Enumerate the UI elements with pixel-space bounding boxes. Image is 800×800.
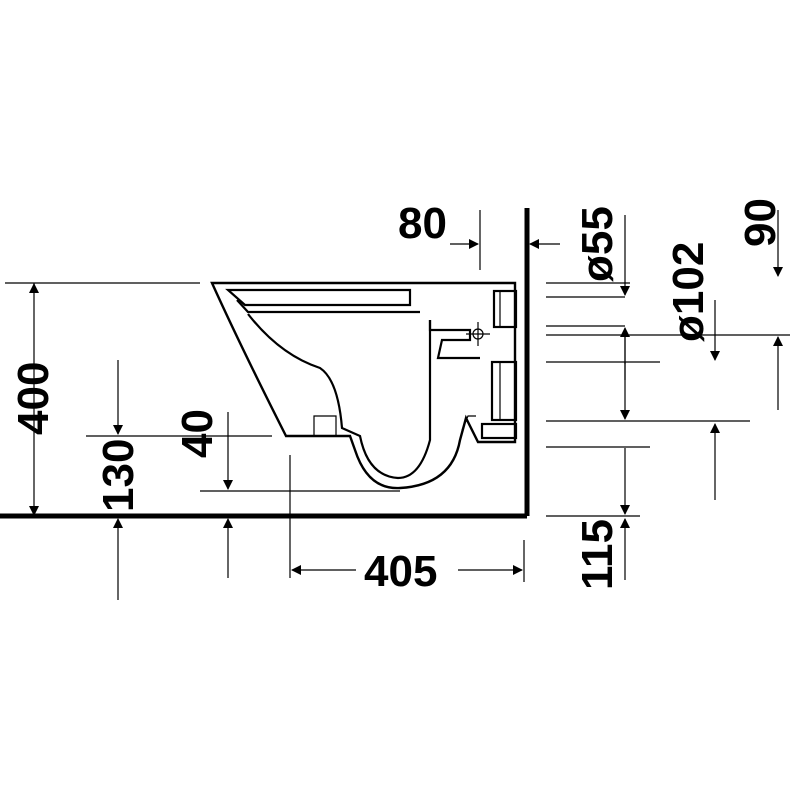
wall-floor-outline [0,208,530,519]
label-115: 115 [573,519,622,590]
seat-lip [236,299,420,314]
bowl-outer-shell [210,281,517,490]
bowl-foot-left [313,415,337,436]
label-405: 405 [364,547,437,596]
dimension-arrows [29,210,783,600]
label-40: 40 [173,409,222,458]
label-dia-55: ø55 [573,206,622,282]
trap-channel [428,320,480,360]
inlet-spud [492,289,518,329]
outlet-pipe [490,360,518,422]
label-dia-102: ø102 [664,242,713,342]
seat-rim [225,288,412,307]
mounting-bracket [480,422,518,440]
dimension-labels: 400 130 40 405 80 ø55 ø102 90 115 [9,198,785,596]
label-130: 130 [94,439,143,512]
label-80: 80 [398,199,447,248]
bowl-inner-wall [247,313,432,480]
label-400: 400 [9,362,58,435]
toilet-bowl [210,281,518,490]
bowl-foot-right [461,415,476,431]
label-90: 90 [736,198,785,247]
